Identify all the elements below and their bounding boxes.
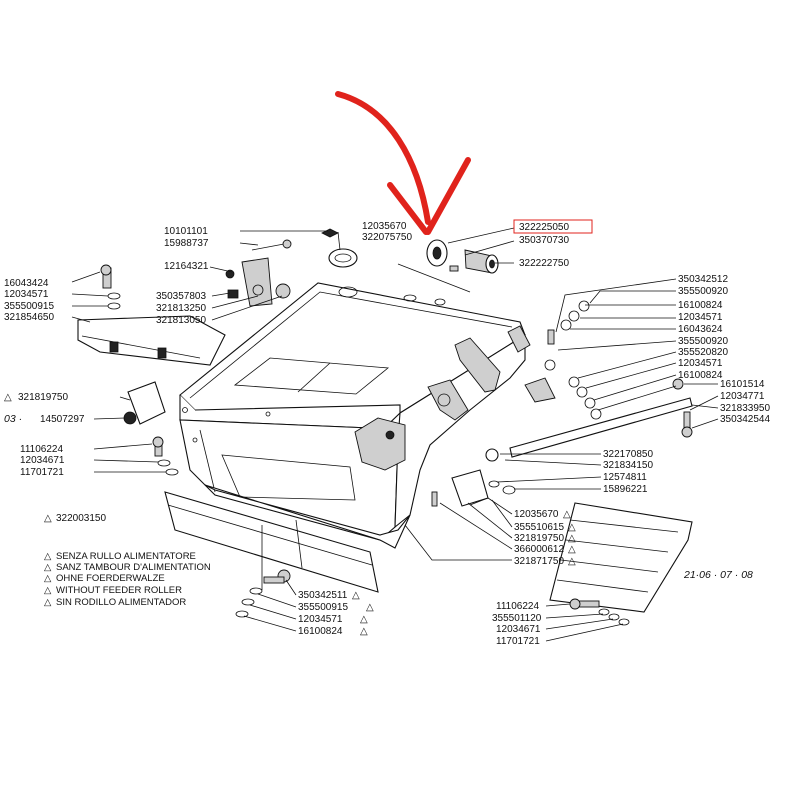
part-12034571-left[interactable]: 12034571 [4,289,49,300]
part-15988737[interactable]: 15988737 [164,238,209,249]
sheet-reference: 21·06 · 07 · 08 [683,569,753,581]
part-350370730[interactable]: 350370730 [519,235,569,246]
part-321834150[interactable]: 321834150 [603,460,653,471]
triangle-marker: △ [44,551,52,562]
part-16101514[interactable]: 16101514 [720,379,765,390]
triangle-marker: △ [44,562,52,573]
part-14507297[interactable]: 14507297 [40,414,85,425]
part-12035670-right[interactable]: 12035670 [514,509,559,520]
left-flap-321854650 [77,315,226,366]
triangle-marker: △ [352,590,360,601]
part-321871750[interactable]: 321871750 [514,556,564,567]
part-16100824-b[interactable]: 16100824 [678,370,723,381]
guard-plate [549,502,693,613]
part-16043624[interactable]: 16043624 [678,324,723,335]
triangle-marker: △ [366,602,374,613]
part-321813050[interactable]: 321813050 [156,315,206,326]
part-321819750-left[interactable]: 321819750 [18,392,68,403]
part-355500920-b[interactable]: 355500920 [678,336,728,347]
part-12034671-bottom[interactable]: 12034671 [496,624,541,635]
part-322003150[interactable]: 322003150 [56,513,106,524]
part-12034771[interactable]: 12034771 [720,391,765,402]
triangle-marker: △ [4,392,12,403]
part-12164321[interactable]: 12164321 [164,261,209,272]
part-355510615[interactable]: 355510615 [514,522,564,533]
triangle-marker: △ [568,522,576,533]
triangle-marker: △ [568,533,576,544]
part-321819750-right[interactable]: 321819750 [514,533,564,544]
part-355500915-bottom[interactable]: 355500915 [298,602,348,613]
part-16100824-a[interactable]: 16100824 [678,300,723,311]
part-12574811[interactable]: 12574811 [603,472,647,483]
part-12034571-right-2[interactable]: 12034571 [678,358,723,369]
part-321854650[interactable]: 321854650 [4,312,54,323]
part-322225050-highlighted[interactable]: 322225050 [519,222,569,233]
triangle-marker: △ [563,509,571,520]
note-english: WITHOUT FEEDER ROLLER [56,585,182,596]
notes-block: △ SENZA RULLO ALIMENTATORE △ SANZ TAMBOU… [44,551,211,608]
triangle-marker: △ [360,614,368,625]
part-11106224-bottom[interactable]: 11106224 [496,601,539,612]
part-350342511[interactable]: 350342511 [298,590,348,601]
part-366000612[interactable]: 366000612 [514,544,564,555]
deflector-322003150 [164,491,379,593]
housing-assembly [179,282,531,549]
part-355500915-left[interactable]: 355500915 [4,301,54,312]
red-pointer-arrow [335,91,471,235]
part-16043424-left[interactable]: 16043424 [4,278,49,289]
part-350342512[interactable]: 350342512 [678,274,728,285]
part-322222750[interactable]: 322222750 [519,258,569,269]
part-350357803[interactable]: 350357803 [156,291,206,302]
prefix-03: 03 · [4,413,22,425]
note-spanish: SIN RODILLO ALIMENTADOR [56,597,186,608]
part-labels: 10101101 12035670 15988737 322075750 121… [4,219,770,647]
triangle-marker: △ [568,544,576,555]
triangle-marker: △ [360,626,368,637]
leader-lines [71,227,719,642]
part-355500920-a[interactable]: 355500920 [678,286,728,297]
part-11701721-bottom[interactable]: 11701721 [496,636,540,647]
part-355520820[interactable]: 355520820 [678,347,728,358]
part-321813250[interactable]: 321813250 [156,303,206,314]
part-322170850[interactable]: 322170850 [603,449,653,460]
triangle-marker: △ [44,513,52,524]
part-12034571-right[interactable]: 12034571 [678,312,723,323]
rod-321834150 [485,397,693,462]
part-350342544[interactable]: 350342544 [720,414,770,425]
part-322075750[interactable]: 322075750 [362,232,412,243]
note-italian: SENZA RULLO ALIMENTATORE [56,551,196,562]
triangle-marker: △ [44,573,52,584]
small-parts [100,228,693,626]
part-12034671-left[interactable]: 12034671 [20,455,65,466]
part-12034571-bottom[interactable]: 12034571 [298,614,343,625]
part-15896221[interactable]: 15896221 [603,484,648,495]
triangle-marker: △ [44,597,52,608]
part-355501120[interactable]: 355501120 [492,613,542,624]
part-11106224-left[interactable]: 11106224 [20,444,63,455]
part-12035670-top[interactable]: 12035670 [362,221,407,232]
highlight-box [513,219,593,234]
part-10101101[interactable]: 10101101 [164,226,208,237]
part-16100824-bottom[interactable]: 16100824 [298,626,343,637]
part-321833950[interactable]: 321833950 [720,403,770,414]
note-german: OHNE FOERDERWALZE [56,573,165,584]
note-french: SANZ TAMBOUR D'ALIMENTATION [56,562,211,573]
triangle-marker: △ [44,585,52,596]
triangle-marker: △ [568,556,576,567]
part-11701721-left[interactable]: 11701721 [20,467,64,478]
